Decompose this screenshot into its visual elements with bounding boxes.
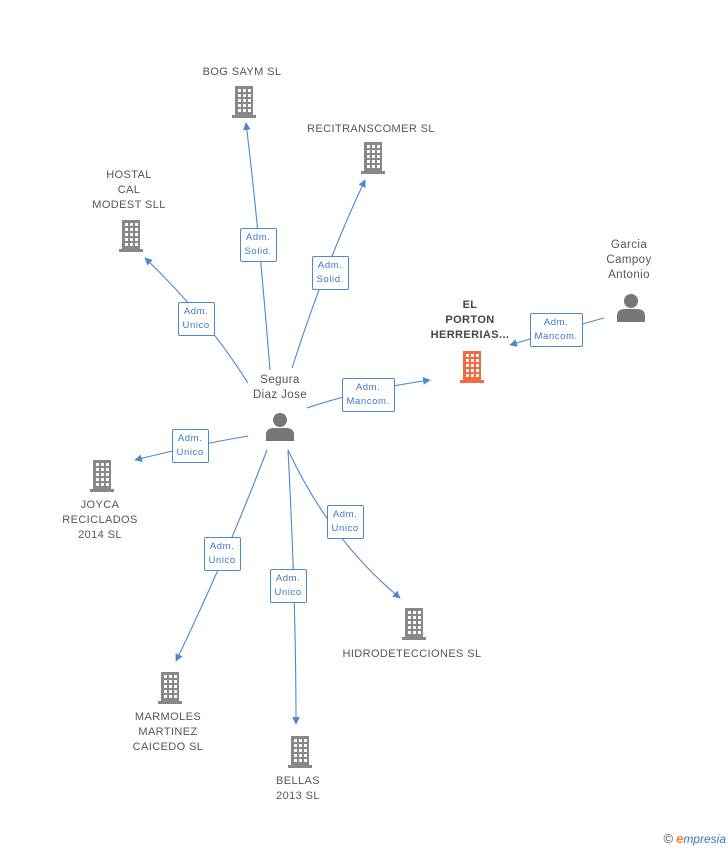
- edge-label-segura-to-bog[interactable]: Adm. Solid.: [239, 228, 277, 262]
- edge-label-line: Adm.: [332, 509, 358, 520]
- edge-label-garcia-to-porton[interactable]: Adm. Mancom.: [529, 313, 583, 347]
- node-label-line: BELLAS: [276, 775, 320, 787]
- brand-name: mpresia: [683, 832, 726, 846]
- edge-label-line: Solid.: [244, 246, 272, 257]
- edge-label-segura-to-marmoles[interactable]: Adm. Unico: [203, 537, 241, 571]
- building-icon-bellas[interactable]: [288, 736, 312, 768]
- edge-label-line: Adm.: [209, 541, 235, 552]
- edges-layer: [134, 122, 605, 725]
- node-label-line: PORTON: [445, 314, 495, 326]
- node-label-line: RECICLADOS: [62, 514, 138, 526]
- edge-label-segura-to-bellas[interactable]: Adm. Unico: [269, 569, 307, 603]
- building-icon-recitrans[interactable]: [361, 142, 385, 174]
- node-label-line: MARMOLES: [134, 711, 202, 723]
- node-label-line: Garcia: [610, 239, 648, 251]
- edge-label-line: Adm.: [317, 260, 343, 271]
- edge-label-line: Unico: [331, 523, 359, 534]
- edge-label-line: Adm.: [177, 433, 203, 444]
- node-label-line: 2014 SL: [78, 529, 122, 541]
- node-label-line: Segura: [260, 374, 300, 386]
- node-label-line: JOYCA: [80, 499, 120, 511]
- node-label-hidro[interactable]: HIDRODETECCIONES SL: [342, 647, 481, 662]
- building-icon-joyca[interactable]: [90, 460, 114, 492]
- node-label-joyca[interactable]: JOYCA RECICLADOS 2014 SL: [62, 498, 138, 543]
- node-label-line: HERRERIAS...: [430, 329, 510, 341]
- edge-label-segura-to-recitrans[interactable]: Adm. Solid.: [311, 256, 349, 290]
- copyright-symbol: ©: [663, 831, 674, 846]
- brand-e: e: [676, 831, 684, 846]
- edge-label-line: Unico: [208, 555, 236, 566]
- edge-label-line: Mancom.: [534, 331, 578, 342]
- edge-label-segura-to-joyca[interactable]: Adm. Unico: [171, 429, 209, 463]
- edge-label-line: Unico: [176, 447, 204, 458]
- edge-label-segura-to-hostal[interactable]: Adm. Unico: [177, 302, 215, 336]
- edge-label-line: Adm.: [355, 382, 381, 393]
- node-label-line: HIDRODETECCIONES SL: [342, 648, 482, 660]
- node-label-line: Antonio: [608, 269, 650, 281]
- node-label-marmoles[interactable]: MARMOLES MARTINEZ CAICEDO SL: [133, 710, 204, 755]
- node-label-line: MARTINEZ: [138, 726, 198, 738]
- node-label-line: BOG SAYM SL: [202, 66, 282, 78]
- node-label-line: RECITRANSCOMER SL: [307, 123, 435, 135]
- node-label-recitrans[interactable]: RECITRANSCOMER SL: [307, 122, 435, 137]
- building-icon-hidro[interactable]: [402, 608, 426, 640]
- edge-label-segura-to-hidro[interactable]: Adm. Unico: [326, 505, 364, 539]
- node-label-bog[interactable]: BOG SAYM SL: [203, 65, 282, 80]
- building-icon-porton[interactable]: [460, 351, 484, 383]
- node-label-bellas[interactable]: BELLAS 2013 SL: [276, 774, 320, 804]
- edge-label-line: Unico: [182, 320, 210, 331]
- person-icon-segura[interactable]: [266, 413, 294, 441]
- edge-label-line: Adm.: [183, 306, 209, 317]
- node-label-line: HOSTAL: [106, 169, 152, 181]
- node-label-line: CAL: [117, 184, 141, 196]
- node-label-line: 2013 SL: [276, 790, 320, 802]
- node-label-line: Diaz Jose: [252, 389, 308, 401]
- edge-label-segura-to-porton[interactable]: Adm. Mancom.: [341, 378, 395, 412]
- node-label-porton[interactable]: EL PORTON HERRERIAS...: [431, 298, 510, 343]
- edge-label-line: Adm.: [543, 317, 569, 328]
- edge-label-line: Adm.: [245, 232, 271, 243]
- node-label-line: EL: [462, 299, 478, 311]
- edge-label-line: Adm.: [275, 573, 301, 584]
- building-icon-hostal[interactable]: [119, 220, 143, 252]
- node-label-hostal[interactable]: HOSTAL CAL MODEST SLL: [92, 168, 166, 213]
- building-icon-bog[interactable]: [232, 86, 256, 118]
- person-icon-garcia[interactable]: [617, 294, 645, 322]
- building-icon-marmoles[interactable]: [158, 672, 182, 704]
- edge-label-line: Mancom.: [346, 396, 390, 407]
- edge-label-line: Solid.: [316, 274, 344, 285]
- brand-logo[interactable]: ©empresia: [663, 831, 726, 846]
- node-label-line: Campoy: [606, 254, 652, 266]
- node-label-line: MODEST SLL: [92, 199, 166, 211]
- node-label-line: CAICEDO SL: [132, 741, 204, 753]
- edge-label-line: Unico: [274, 587, 302, 598]
